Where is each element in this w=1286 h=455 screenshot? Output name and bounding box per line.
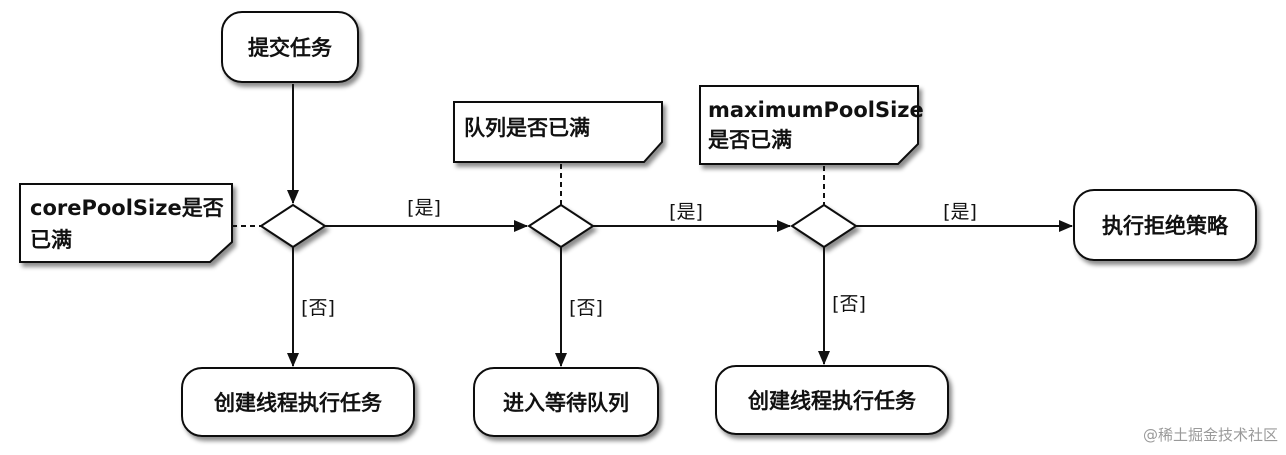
node-create-max-thread-label: 创建线程执行任务: [747, 389, 917, 413]
note-max-pool-line1: maximumPoolSize: [708, 98, 924, 122]
watermark: @稀土掘金技术社区: [1143, 426, 1278, 444]
node-submit-task-label: 提交任务: [248, 36, 333, 60]
node-create-core-thread-label: 创建线程执行任务: [213, 391, 383, 415]
node-create-max-thread: 创建线程执行任务: [715, 365, 949, 435]
edge-label-no-2: [否]: [569, 297, 603, 319]
edge-label-no-3: [否]: [832, 293, 866, 315]
node-enqueue: 进入等待队列: [473, 367, 659, 437]
node-enqueue-label: 进入等待队列: [503, 391, 629, 415]
node-reject-policy: 执行拒绝策略: [1073, 189, 1257, 261]
note-core-pool-line2: 已满: [30, 228, 72, 252]
decision-queue: [527, 203, 595, 249]
node-reject-policy-label: 执行拒绝策略: [1102, 214, 1229, 238]
edge-label-yes-1: [是]: [407, 197, 441, 219]
note-core-pool-line1: corePoolSize是否: [30, 196, 224, 220]
node-submit-task: 提交任务: [221, 11, 359, 83]
note-queue: 队列是否已满: [453, 101, 663, 163]
edge-label-no-1: [否]: [301, 297, 335, 319]
note-max-pool: maximumPoolSize 是否已满: [699, 85, 924, 165]
note-queue-line1: 队列是否已满: [464, 116, 590, 140]
edge-label-yes-3: [是]: [943, 201, 977, 223]
decision-max-pool: [790, 203, 858, 249]
decision-core-pool: [259, 203, 327, 249]
note-core-pool: corePoolSize是否 已满: [19, 183, 233, 263]
note-max-pool-line2: 是否已满: [708, 128, 792, 152]
node-create-core-thread: 创建线程执行任务: [181, 367, 415, 437]
edge-label-yes-2: [是]: [669, 201, 703, 223]
